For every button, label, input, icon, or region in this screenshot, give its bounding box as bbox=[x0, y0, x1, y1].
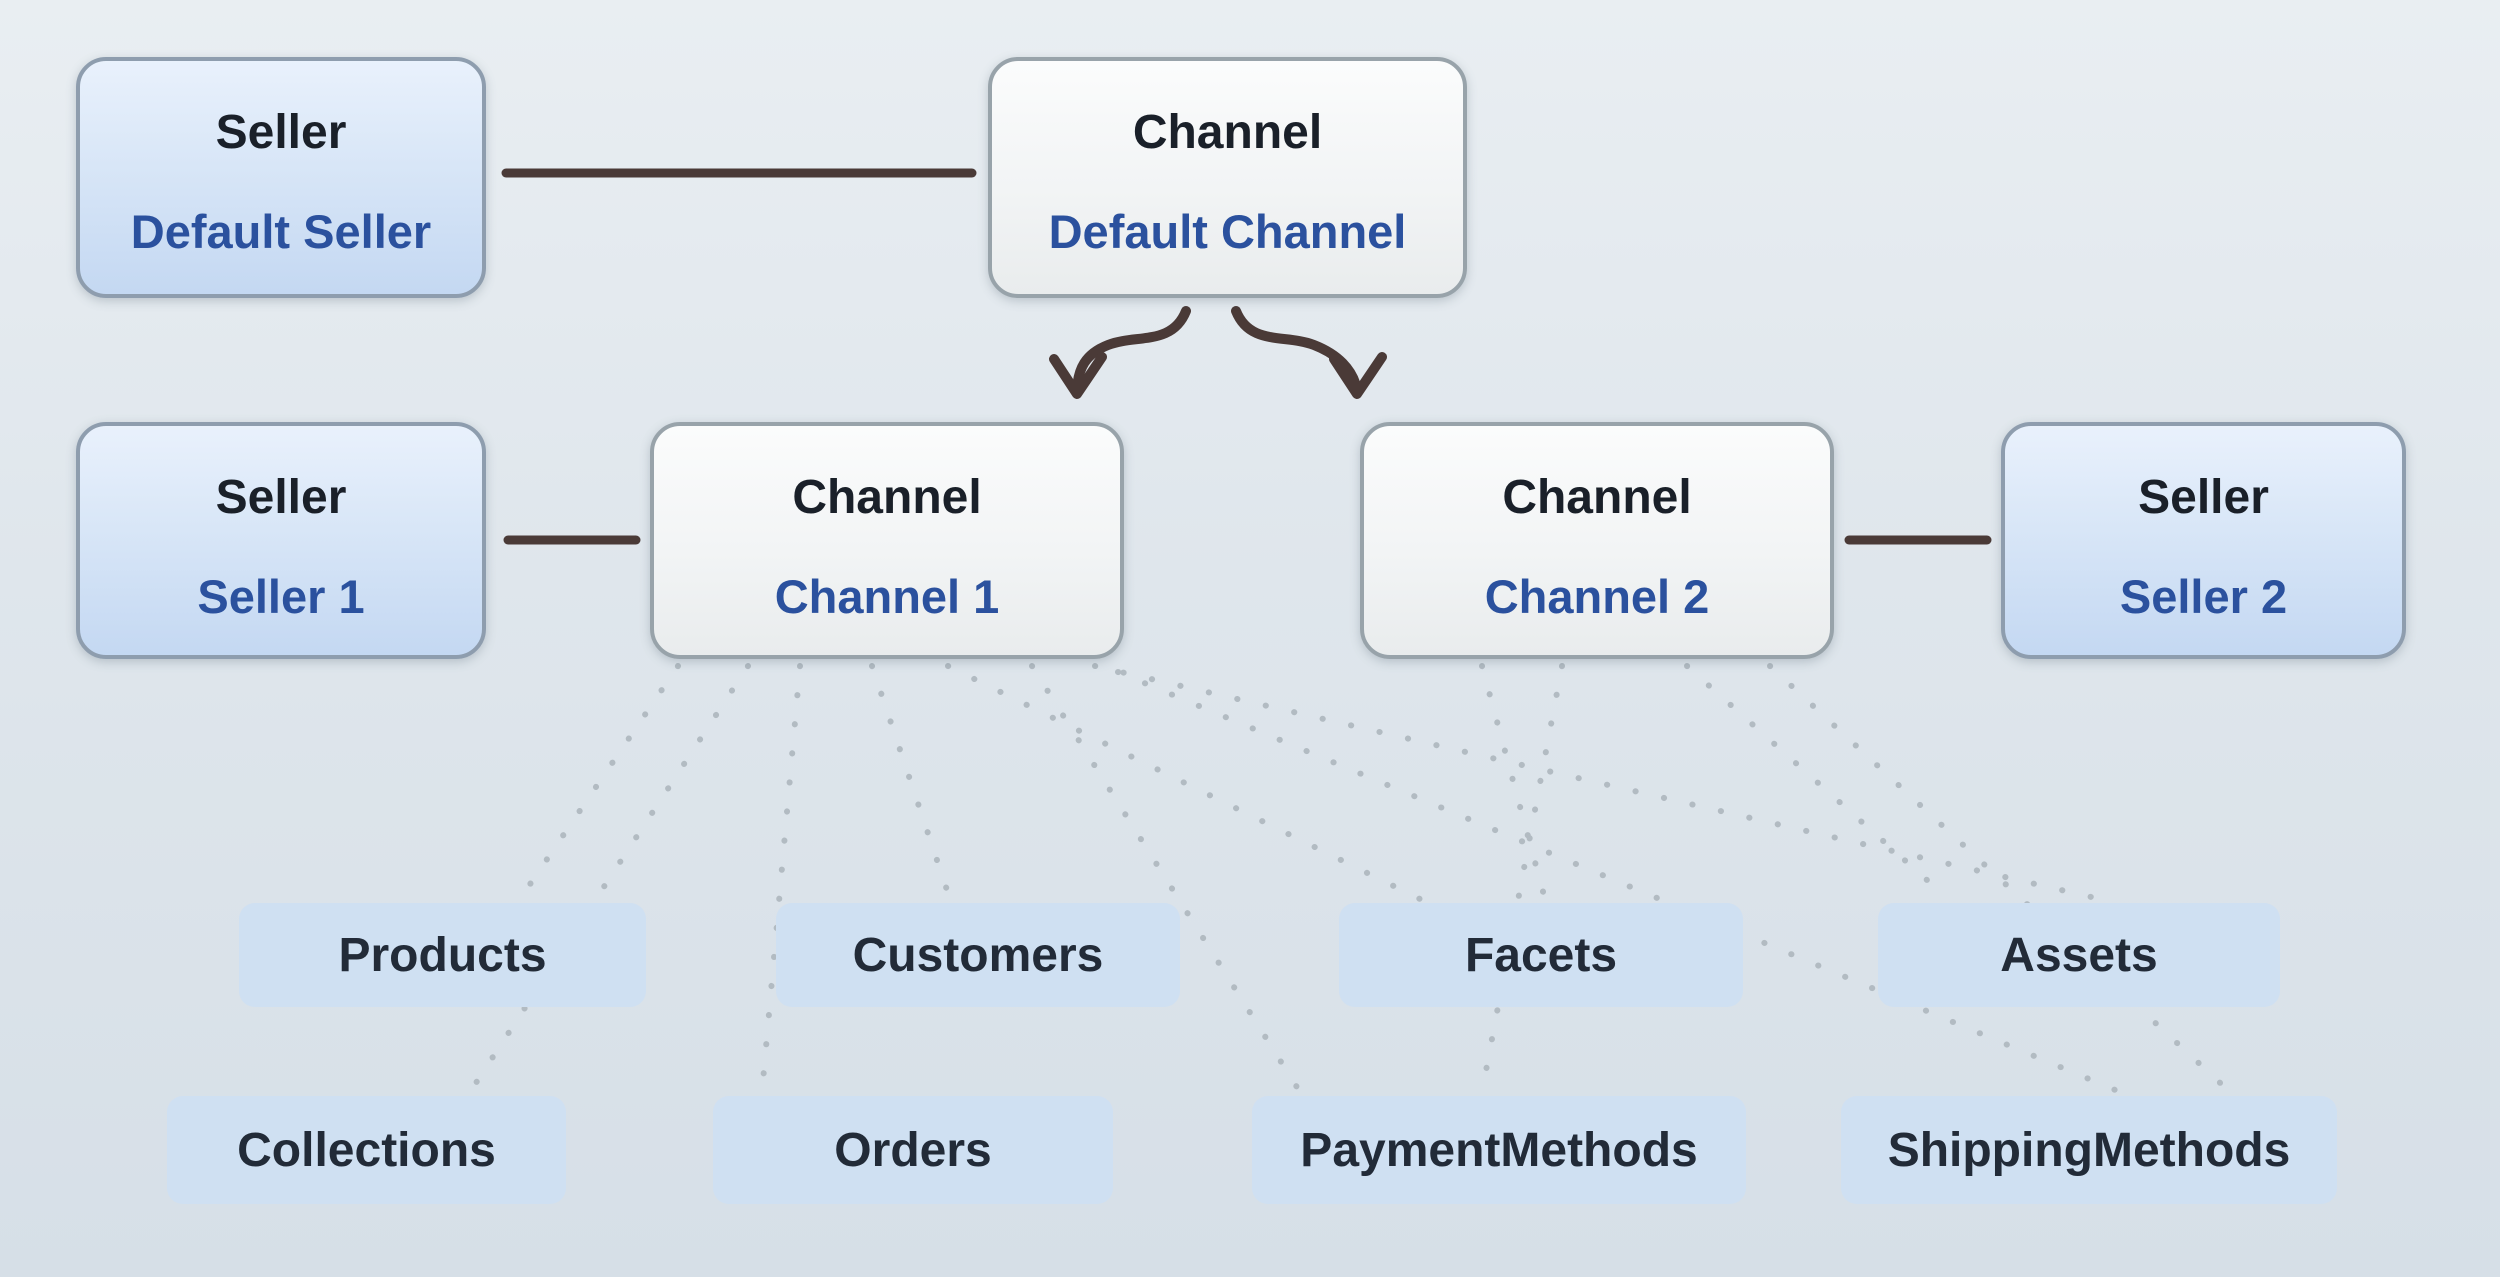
arrowhead-channel1-icon bbox=[1049, 352, 1107, 399]
entity-collections: Collections bbox=[167, 1096, 566, 1204]
node-type-label: Seller bbox=[2138, 471, 2269, 524]
node-channel-2: Channel Channel 2 bbox=[1360, 422, 1834, 659]
node-default-channel: Channel Default Channel bbox=[988, 57, 1467, 298]
entity-products: Products bbox=[239, 903, 646, 1007]
dotted-channel1-orders bbox=[759, 663, 803, 1095]
entity-paymentmethods: PaymentMethods bbox=[1252, 1096, 1746, 1204]
dotted-channel2-shippingmethods bbox=[1767, 663, 2233, 1095]
node-name-label: Channel 1 bbox=[774, 570, 1000, 623]
node-name-label: Channel 2 bbox=[1484, 570, 1710, 623]
arrowhead-channel2-icon bbox=[1329, 352, 1387, 399]
node-default-seller: Seller Default Seller bbox=[76, 57, 486, 298]
dotted-channel1-assets bbox=[1092, 663, 2103, 902]
node-name-label: Default Seller bbox=[130, 205, 432, 258]
dotted-channel1-facets bbox=[945, 663, 1423, 902]
node-type-label: Channel bbox=[1502, 471, 1692, 524]
dotted-channel2-assets bbox=[1684, 663, 1949, 900]
node-name-label: Seller 1 bbox=[197, 570, 365, 623]
entity-assets: Assets bbox=[1878, 903, 2280, 1007]
dotted-channel2-facets bbox=[1479, 663, 1548, 902]
entity-customers: Customers bbox=[776, 903, 1180, 1007]
node-type-label: Channel bbox=[792, 471, 982, 524]
arrow-default-channel-to-channel2 bbox=[1231, 306, 1362, 395]
entity-orders: Orders bbox=[713, 1096, 1113, 1204]
node-type-label: Seller bbox=[215, 106, 347, 159]
dotted-channel1-customers bbox=[869, 663, 953, 902]
dotted-channel1-collections bbox=[467, 663, 751, 1095]
node-name-label: Default Channel bbox=[1048, 205, 1407, 258]
dotted-channel1-paymentmethods bbox=[1029, 663, 1303, 1095]
node-channel-1: Channel Channel 1 bbox=[650, 422, 1124, 659]
dotted-channel1-products bbox=[517, 663, 681, 902]
node-name-label: Seller 2 bbox=[2119, 570, 2288, 623]
dotted-channel1-shippingmethods bbox=[1115, 669, 2123, 1095]
arrow-default-channel-to-channel1 bbox=[1072, 306, 1191, 395]
entity-facets: Facets bbox=[1339, 903, 1743, 1007]
node-type-label: Seller bbox=[215, 471, 347, 524]
node-seller-1: Seller Seller 1 bbox=[76, 422, 486, 659]
entity-shippingmethods: ShippingMethods bbox=[1841, 1096, 2337, 1204]
dotted-channel2-paymentmethods bbox=[1479, 663, 1565, 1095]
node-seller-2: Seller Seller 2 bbox=[2001, 422, 2406, 659]
node-type-label: Channel bbox=[1132, 106, 1323, 159]
